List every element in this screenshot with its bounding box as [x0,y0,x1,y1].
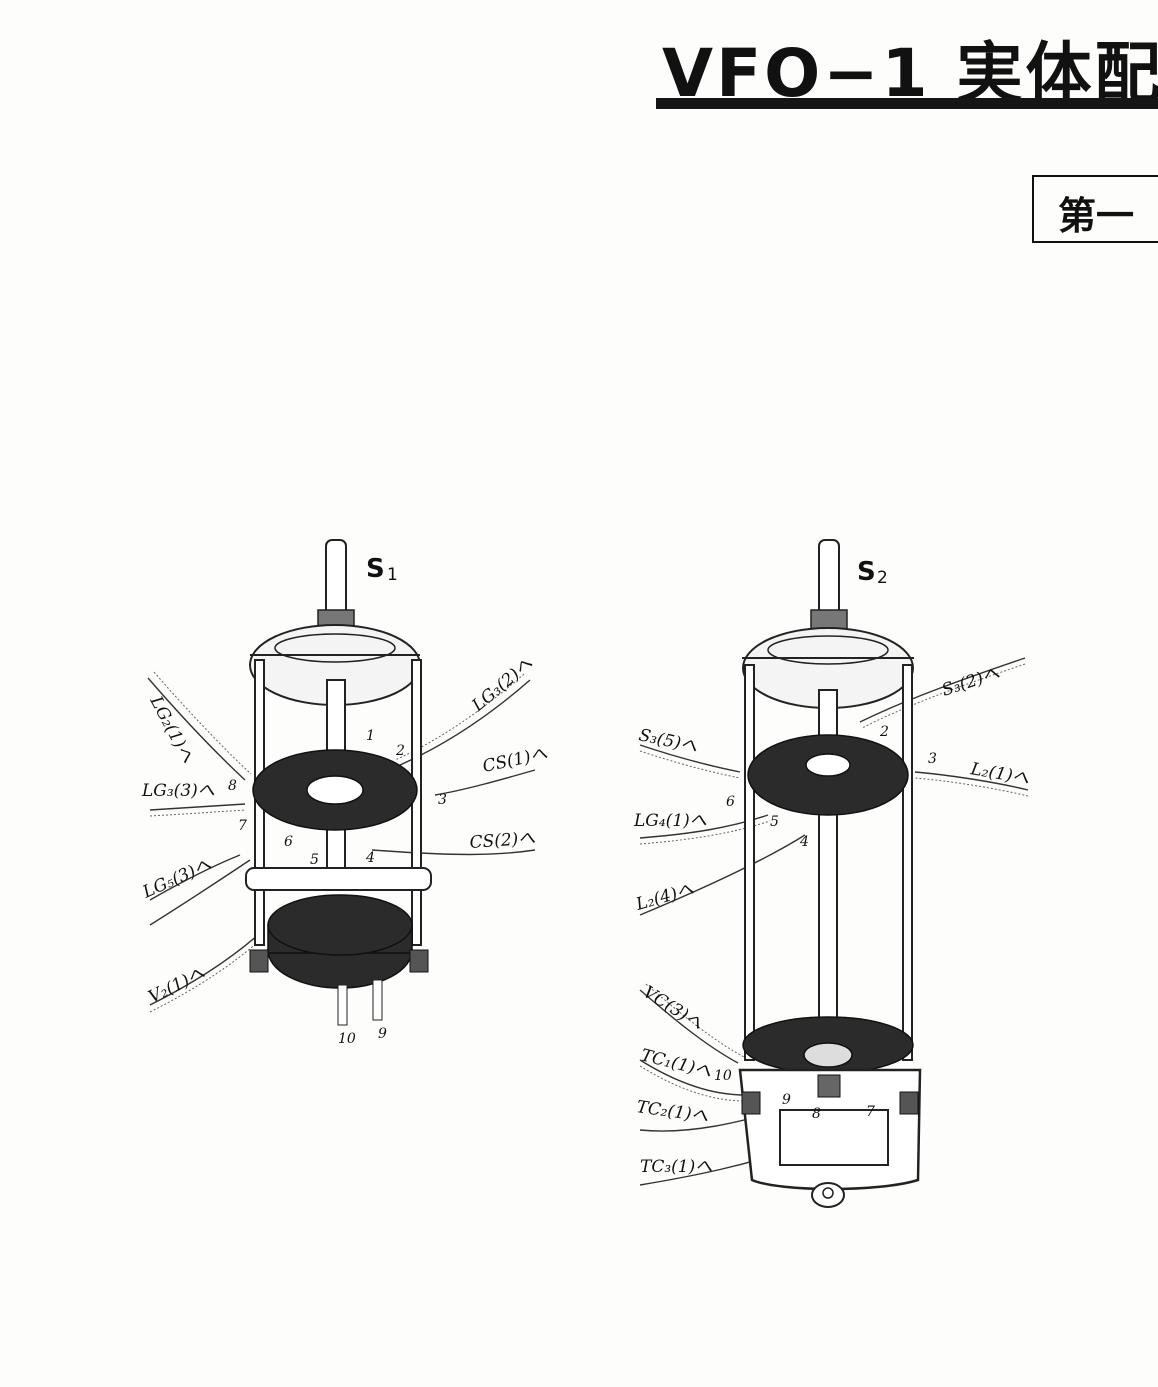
s1-lower-bracket [245,867,432,891]
s1-label-v2-1: V₂(1)へ [145,963,208,1007]
s2-mount-hole [822,1187,834,1199]
s1-terminal-3: 3 [438,792,447,808]
s1-terminal-2: 2 [395,743,405,759]
s2-wire-l2-1 [914,771,1029,791]
s2-wire-s3-2 [859,657,1026,723]
s2-subscript: 2 [877,568,888,588]
s2-wire-vc-3 [639,989,739,1064]
s1-bracket-ring [274,633,396,663]
s2-wire-s3-5-sheath [639,750,741,779]
s1-housing-top [267,894,413,956]
s1-terminal-9: 9 [378,1026,387,1042]
s2-name: S [857,557,876,587]
s1-lug-10 [337,984,348,1026]
s2-terminal-9: 9 [782,1092,791,1108]
s1-terminal-8: 8 [228,778,237,794]
s2-label-tc2-1: TC₂(1)へ [635,1097,709,1127]
s2-wire-lg4-1 [639,814,769,839]
s2-wire-s3-2-sheath [861,663,1026,729]
section-box: 第一 [1032,175,1158,243]
s1-subscript: 1 [387,565,398,585]
s1-name: S [366,554,385,584]
s1-label-cs-1: CS(1)へ [481,744,549,777]
s2-label-s3-2: S₃(2)へ [939,663,1002,700]
s2-nut-left [741,1091,761,1115]
s2-terminal-10: 10 [714,1068,732,1084]
s2-terminal-4: 4 [799,834,809,850]
s2-bracket-ring [767,635,889,665]
s1-terminal-10: 10 [338,1031,356,1047]
s1-label-lg5-3: LG₅(3)へ [139,855,215,903]
s1-rotor [306,775,364,805]
s1-wire-lg3-3-sheath [149,809,246,817]
s2-label-tc3-1: TC₃(1)へ [640,1157,712,1177]
s2-wire-vc-3-sheath [645,983,745,1058]
s2-terminal-5: 5 [770,814,779,830]
s2-shaft-end [817,1074,841,1098]
s1-wire-lg2-1 [147,677,246,781]
s1-terminal-6: 6 [284,834,293,850]
s1-terminal-1: 1 [366,728,375,744]
s2-rod-left [744,664,755,1061]
s2-wire-l2-4 [639,834,806,916]
s2-rod-right [902,664,913,1061]
s2-terminal-8: 8 [812,1106,821,1122]
switch-s1: S 1 LG₂(1)へ LG₃(2)へ CS(1)へ LG₃(3)へ CS(2)… [139,539,549,1047]
s1-terminal-4: 4 [365,850,375,866]
s2-lower-rotor [803,1042,853,1068]
s2-terminal-7: 7 [866,1104,875,1120]
s1-terminal-5: 5 [310,852,319,868]
s1-label-lg2-1: LG₂(1)へ [145,692,197,767]
s1-label-lg3-3: LG₃(3)へ [141,781,215,801]
s1-lug-9 [372,979,383,1021]
s1-label-lg3-2: LG₃(2)へ [468,654,537,717]
s2-label-lg4-1: LG₄(1)へ [633,811,707,831]
s2-frame-window [779,1109,889,1166]
s2-label-tc1-1: TC₁(1)へ [639,1045,714,1082]
s2-rotor [805,753,851,777]
s2-wire-l2-1-sheath [914,777,1029,797]
s2-terminal-3: 3 [928,751,937,767]
s2-wire-s3-5 [639,744,741,773]
s2-wire-tc1-1 [639,1059,746,1096]
s1-label-cs-2: CS(2)へ [469,828,536,853]
s2-terminal-6: 6 [726,794,735,810]
s1-wire-v2-1 [149,934,259,1006]
s1-wire-lg5-3-b [149,859,251,926]
s1-wire-lg5-3 [149,854,241,901]
s2-nut-right [899,1091,919,1115]
s1-wire-lg2-1-sheath [153,671,252,775]
s2-label-s3-5: S₃(5)へ [637,725,699,757]
s2-label-l2-1: L₂(1)へ [968,759,1031,789]
s1-wire-cs-2 [371,849,536,856]
s1-wire-lg3-3 [149,803,246,811]
s2-label-vc-3: VC(3)へ [639,982,706,1034]
s2-wire-lg4-1-sheath [639,820,771,845]
title-underline [656,98,1158,109]
s2-terminal-2: 2 [879,724,889,740]
s1-terminal-7: 7 [238,818,247,834]
s2-label-l2-4: L₂(4)へ [633,879,696,915]
s1-nut-right [409,949,429,973]
section-label: 第一 [1058,194,1135,238]
s1-nut-left [249,949,269,973]
s1-wire-cs-1 [434,769,536,796]
switch-s2: S 2 S₃(2)へ S₃(5)へ L₂(1)へ LG₄(1)へ L₂(4)へ … [633,539,1031,1208]
